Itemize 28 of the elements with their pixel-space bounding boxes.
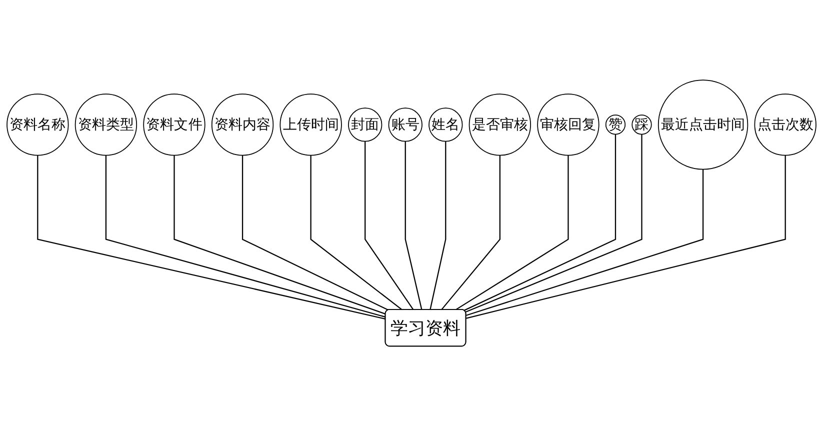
connector — [105, 155, 386, 318]
connector — [465, 134, 642, 312]
node-circle: 上传时间 — [280, 94, 342, 156]
node-circle: 资料类型 — [74, 94, 138, 156]
node-circle: 赞 — [605, 114, 626, 135]
connector — [466, 155, 786, 319]
node-circle: 资料名称 — [6, 94, 69, 156]
node-circle: 审核回复 — [537, 94, 600, 156]
node-circle: 是否审核 — [468, 94, 531, 156]
node-circle: 点击次数 — [754, 94, 816, 156]
connector — [455, 155, 569, 310]
connector — [466, 169, 704, 316]
connector — [404, 141, 422, 310]
node-circle: 资料文件 — [143, 94, 206, 156]
node-circle: 踩 — [632, 114, 652, 135]
connector — [310, 155, 402, 310]
connector — [364, 141, 414, 310]
connector — [37, 155, 386, 320]
node-circle: 账号 — [388, 108, 422, 142]
connector — [464, 134, 616, 311]
node-circle: 资料内容 — [211, 94, 274, 156]
connector — [242, 155, 389, 311]
node-circle: 最近点击时间 — [658, 79, 748, 170]
node-circle: 封面 — [348, 108, 382, 142]
connector — [430, 141, 446, 310]
connector — [440, 155, 500, 310]
connector — [174, 155, 386, 314]
node-circle: 姓名 — [428, 108, 463, 142]
